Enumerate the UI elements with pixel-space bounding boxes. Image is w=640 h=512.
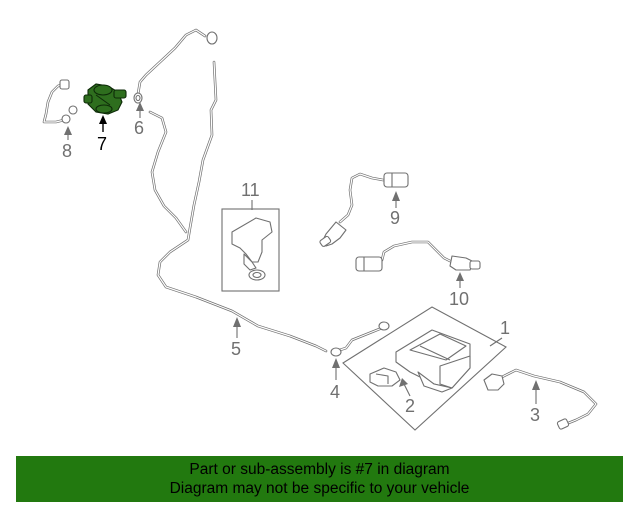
callout-5[interactable]: 5 [231,339,241,359]
leader-1 [489,337,503,347]
info-banner: Part or sub-assembly is #7 in diagram Di… [16,456,623,502]
leader-2 [403,383,411,397]
callout-8[interactable]: 8 [62,141,72,161]
arrow-4 [332,358,340,368]
banner-line-2: Diagram may not be specific to your vehi… [169,480,470,497]
arrow-10 [456,272,464,281]
part-11-sensor[interactable] [221,208,280,292]
arrow-5 [233,317,241,327]
part-5-hose[interactable] [148,60,328,353]
part-9-oxygen-sensor[interactable] [319,172,409,247]
arrow-6 [136,102,144,111]
arrow-8 [64,126,72,135]
part-4-hose[interactable] [330,321,390,357]
callout-7[interactable]: 7 [97,134,107,154]
arrow-7 [99,115,107,124]
callout-4[interactable]: 4 [330,382,340,402]
arrow-3 [532,380,540,390]
callout-9[interactable]: 9 [390,208,400,228]
part-7-purge-valve[interactable] [83,83,127,115]
callout-11[interactable]: 11 [241,180,260,200]
callout-1[interactable]: 1 [500,318,510,338]
arrow-9 [392,191,400,201]
part-10-oxygen-sensor[interactable] [355,240,481,272]
part-8-hose[interactable] [42,79,78,124]
banner-line-1: Part or sub-assembly is #7 in diagram [189,461,450,478]
part-2-connector[interactable] [369,367,401,387]
part-3-vent-hose[interactable] [483,368,598,430]
callout-10[interactable]: 10 [449,289,469,309]
callout-6[interactable]: 6 [134,118,144,138]
callout-2[interactable]: 2 [405,396,415,416]
arrow-2 [399,378,408,387]
part-1-canister-assembly[interactable] [342,306,507,431]
part-6-hose[interactable] [133,28,218,104]
callout-3[interactable]: 3 [530,405,540,425]
